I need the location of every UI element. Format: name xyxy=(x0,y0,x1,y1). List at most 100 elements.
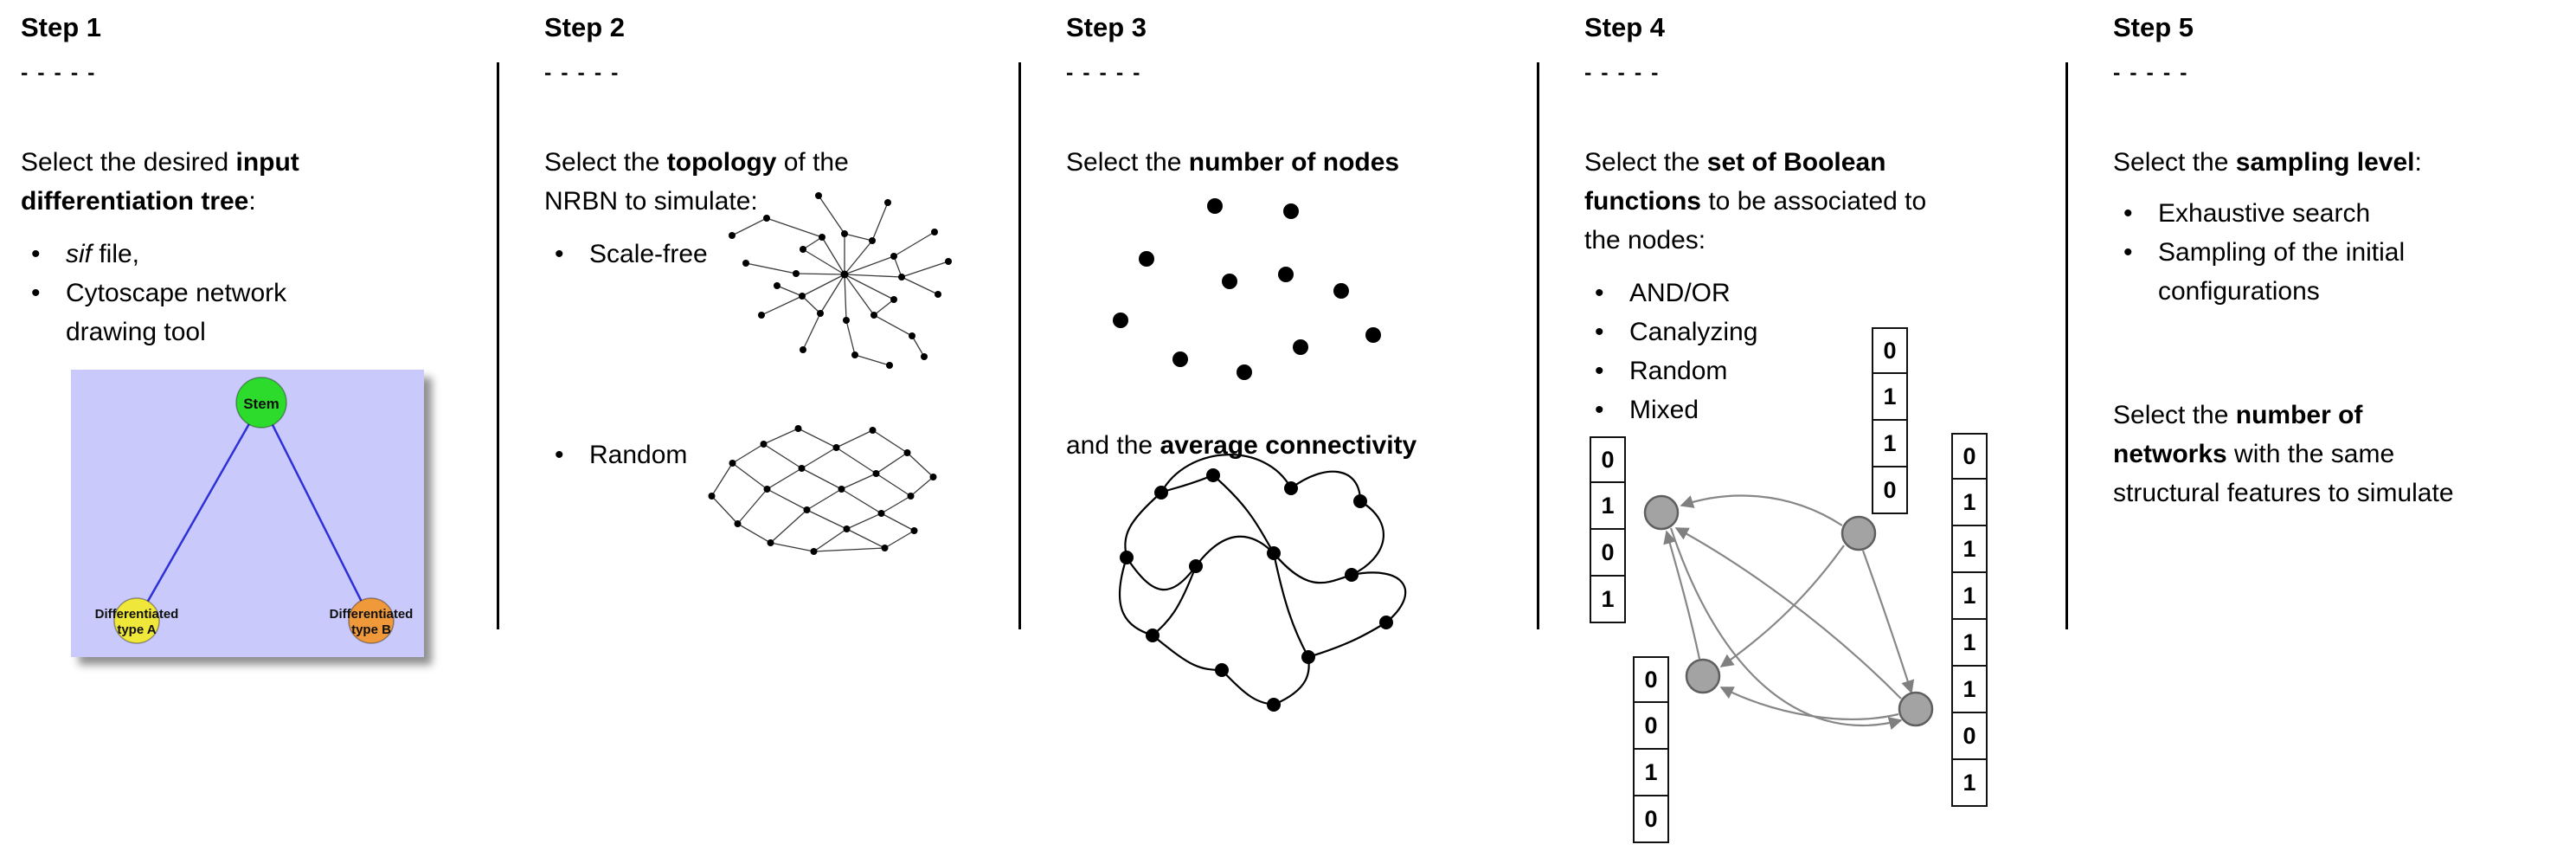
network-node xyxy=(1643,494,1680,531)
truth-table-left: 0 1 0 1 xyxy=(1590,436,1626,623)
truth-table-cell: 0 xyxy=(1590,436,1626,483)
network-node xyxy=(1685,658,1721,694)
step-4-title: Step 4 xyxy=(1584,12,1666,42)
step-5-column: Step 5 - - - - - Select the sampling lev… xyxy=(2113,14,2576,513)
list-item: Scale-free xyxy=(544,235,1010,274)
step-5-intro: Select the sampling level: xyxy=(2113,143,2576,182)
step-1-intro: Select the desired input differentiation… xyxy=(21,143,488,221)
boolean-network-nodes xyxy=(1643,494,1934,727)
list-item: Cytoscape network drawing tool xyxy=(21,274,488,351)
step-2-bullet-list: Scale-free Random xyxy=(544,235,1010,474)
network-nodes xyxy=(708,425,937,555)
nodes-dots-illustration xyxy=(1113,198,1381,380)
type-a-node xyxy=(113,597,160,644)
list-item: sif file, xyxy=(21,235,488,274)
bullet-text: Cytoscape network drawing tool xyxy=(66,279,287,346)
scale-free-network-illustration xyxy=(729,192,952,369)
list-item: Exhaustive search xyxy=(2113,194,2576,233)
step-3-connectivity-text: and the average connectivity xyxy=(1066,426,1516,465)
boolean-network-edges xyxy=(1663,494,1915,730)
truth-table-cell: 1 xyxy=(1590,577,1626,623)
sif-italic: sif xyxy=(66,240,92,268)
step-3-dashes: - - - - - xyxy=(1066,61,1142,85)
node-dots xyxy=(1113,198,1381,380)
list-item: Random xyxy=(1584,351,2057,390)
intro-pre: Select the xyxy=(2113,148,2236,177)
column-divider xyxy=(1537,62,1539,629)
step-3-title: Step 3 xyxy=(1066,12,1147,42)
bullet-text: Random xyxy=(589,441,688,469)
bullet-rest: file, xyxy=(92,240,140,268)
step-1-title: Step 1 xyxy=(21,12,102,42)
truth-table-cell: 0 xyxy=(1872,327,1908,374)
truth-table-right: 0 1 1 1 1 1 0 1 xyxy=(1951,433,1988,807)
truth-table-cell: 0 xyxy=(1951,433,1988,480)
second-pre: and the xyxy=(1066,431,1160,460)
list-item: Random xyxy=(544,435,1010,474)
second-post: with the same structural features to sim… xyxy=(2113,440,2454,507)
stem-node xyxy=(235,377,287,429)
step-3-intro: Select the number of nodes xyxy=(1066,143,1528,182)
differentiation-tree-illustration: Stem Differentiated type A Differentiate… xyxy=(71,370,424,657)
intro-pre: Select the desired xyxy=(21,148,236,177)
step-1-bullet-list: sif file, Cytoscape network drawing tool xyxy=(21,235,488,351)
truth-table-cell: 0 xyxy=(1633,703,1669,750)
truth-table-cell: 1 xyxy=(1872,421,1908,467)
network-edges xyxy=(731,195,949,366)
list-item: Sampling of the initial configurations xyxy=(2113,233,2576,311)
intro-pre: Select the xyxy=(1584,148,1707,177)
step-2-title: Step 2 xyxy=(544,12,626,42)
truth-table-cell: 0 xyxy=(1951,713,1988,760)
truth-table-cell: 1 xyxy=(1872,374,1908,421)
bullet-text: Sampling of the initial configurations xyxy=(2158,238,2406,306)
step-5-dashes: - - - - - xyxy=(2113,61,2189,85)
bullet-text: Canalyzing xyxy=(1629,318,1758,346)
list-item: Canalyzing xyxy=(1584,313,2057,351)
tree-edges xyxy=(135,402,373,622)
intro-bold: input differentiation tree xyxy=(21,148,299,216)
step-4-column: Step 4 - - - - - Select the set of Boole… xyxy=(1584,12,2057,843)
bullet-text: Random xyxy=(1629,357,1728,385)
boolean-network-illustration: 0 1 0 1 0 1 1 0 0 0 1 0 0 1 1 1 xyxy=(1584,320,2021,850)
network-nodes xyxy=(1120,468,1393,712)
truth-table-cell: 1 xyxy=(1951,526,1988,573)
intro-bold: set of Boolean functions xyxy=(1584,148,1886,216)
bullet-text: sif file, xyxy=(66,240,139,268)
step-2-dashes: - - - - - xyxy=(544,61,620,85)
step-1-column: Step 1 - - - - - Select the desired inpu… xyxy=(21,14,488,657)
random-network-illustration xyxy=(708,425,937,555)
network-node xyxy=(1840,515,1877,551)
truth-table-cell: 1 xyxy=(1951,760,1988,807)
step-4-dashes: - - - - - xyxy=(1584,61,1661,85)
type-b-label-line2: type B xyxy=(351,622,391,637)
truth-table-bottom-left: 0 0 1 0 xyxy=(1633,656,1669,843)
truth-table-cell: 1 xyxy=(1951,667,1988,713)
truth-table-cell: 1 xyxy=(1951,573,1988,620)
truth-table-cell: 1 xyxy=(1951,620,1988,667)
network-edges xyxy=(710,428,934,552)
intro-post: : xyxy=(248,187,256,216)
intro-post: : xyxy=(2414,148,2422,177)
intro-pre: Select the xyxy=(544,148,667,177)
second-bold: number of networks xyxy=(2113,401,2363,468)
step-5-title: Step 5 xyxy=(2113,12,2194,42)
step-4-bullet-list: AND/OR Canalyzing Random Mixed xyxy=(1584,274,2057,429)
type-b-label-line1: Differentiated xyxy=(330,607,414,622)
intro-post: of the NRBN to simulate: xyxy=(544,148,849,216)
bullet-text: AND/OR xyxy=(1629,279,1731,307)
step-5-networks-text: Select the number of networks with the s… xyxy=(2113,396,2576,513)
step-2-intro: Select the topology of the NRBN to simul… xyxy=(544,143,1010,221)
truth-table-cell: 0 xyxy=(1590,530,1626,577)
second-pre: Select the xyxy=(2113,401,2236,429)
connectivity-network-illustration xyxy=(1118,454,1407,712)
step-3-column: Step 3 - - - - - Select the number of no… xyxy=(1066,12,1528,712)
second-bold: average connectivity xyxy=(1160,431,1417,460)
network-nodes xyxy=(729,192,952,369)
column-divider xyxy=(1018,62,1021,629)
workflow-figure: Step 1 - - - - - Select the desired inpu… xyxy=(0,0,2576,657)
truth-table-cell: 0 xyxy=(1633,796,1669,843)
column-divider xyxy=(497,62,499,629)
stem-label: Stem xyxy=(243,396,279,412)
intro-bold: sampling level xyxy=(2235,148,2415,177)
truth-table-cell: 1 xyxy=(1951,480,1988,526)
